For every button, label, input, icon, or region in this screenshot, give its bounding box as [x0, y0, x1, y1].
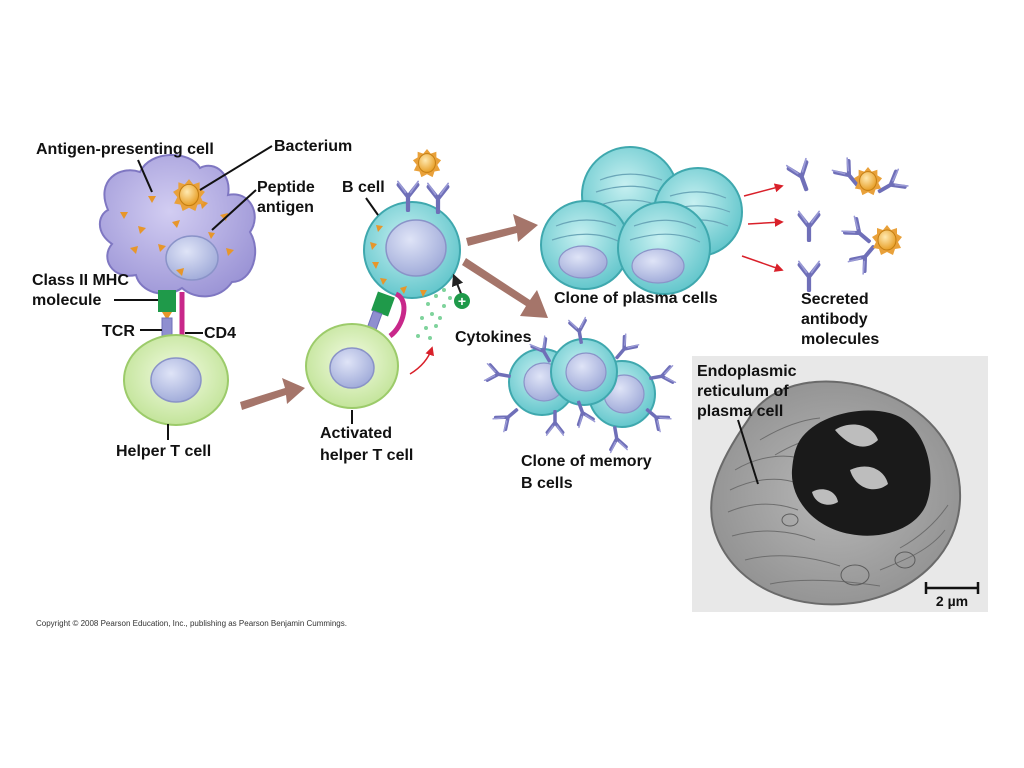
apc-nucleus	[165, 235, 219, 281]
label-activated-line1: Activated	[320, 425, 392, 442]
antigen-presenting-cell	[98, 154, 257, 298]
antibody-icon	[787, 159, 816, 193]
bacterium-icon	[412, 148, 442, 178]
label-secreted-line3: molecules	[801, 331, 879, 348]
leader-bacterium	[199, 145, 273, 191]
plasma-cell	[617, 201, 711, 295]
label-peptide-line1: Peptide	[257, 179, 315, 196]
plasma-cell-clone	[540, 146, 743, 295]
label-b-cell: B cell	[342, 179, 385, 196]
cytokine-red-arrow	[409, 346, 434, 375]
cytokine-stimulation-arrow	[451, 273, 464, 297]
secretion-arrow	[743, 183, 784, 197]
plasma-cell	[540, 200, 630, 290]
label-tcr: TCR	[102, 323, 135, 340]
label-secreted-line2: antibody	[801, 311, 868, 328]
label-clone-of-plasma-cells: Clone of plasma cells	[554, 290, 718, 307]
antibody-icon	[799, 211, 819, 240]
label-secreted-line1: Secreted	[801, 291, 869, 308]
b-cell	[363, 148, 461, 299]
cytokines-dots	[416, 288, 452, 340]
label-cytokines: Cytokines	[455, 329, 532, 346]
label-er-line3: plasma cell	[697, 403, 783, 420]
er-micrograph-panel: Endoplasmic reticulum of plasma cell 2 µ…	[692, 356, 988, 612]
secretion-arrow	[741, 255, 784, 272]
class-ii-mhc-molecule	[158, 290, 176, 312]
mhc-tcr-complex	[158, 290, 185, 340]
peptide-antigen-fragments	[120, 196, 234, 276]
plus-sign-icon	[454, 293, 470, 309]
antibody-icon	[491, 401, 525, 434]
memory-b-cell-clone	[482, 315, 678, 455]
scale-bar-label: 2 µm	[936, 593, 968, 609]
scale-bar: 2 µm	[924, 582, 980, 609]
label-memory-line2: B cells	[521, 475, 573, 492]
leader-er	[737, 419, 759, 485]
secreted-antibodies	[787, 158, 908, 290]
antibody-icon	[482, 361, 513, 387]
label-cd4: CD4	[204, 325, 236, 342]
antibody-icon	[604, 424, 630, 455]
activated-helper-t-cell	[305, 291, 407, 409]
leader-b-cell	[365, 197, 379, 216]
arrow-to-memory-cells	[462, 258, 548, 318]
label-er-line1: Endoplasmic	[697, 363, 797, 380]
secretion-arrow	[747, 217, 784, 227]
label-activated-line2: helper T cell	[320, 447, 413, 464]
label-mhc-line1: Class II MHC	[32, 272, 129, 289]
label-antigen-presenting-cell: Antigen-presenting cell	[36, 141, 214, 158]
plus-sign-text: +	[458, 293, 466, 309]
label-mhc-line2: molecule	[32, 292, 101, 309]
antibody-icon	[875, 169, 908, 199]
leader-peptide	[211, 189, 257, 231]
antibody-icon	[799, 261, 819, 290]
leader-apc	[137, 159, 153, 193]
label-er-line2: reticulum of	[697, 383, 789, 400]
arrow-to-plasma-cells	[466, 214, 538, 246]
helper-t-cell	[123, 334, 229, 426]
arrow-to-activated-t	[240, 378, 305, 410]
label-peptide-line2: antigen	[257, 199, 314, 216]
label-memory-line1: Clone of memory	[521, 453, 652, 470]
antibody-icon	[842, 216, 875, 248]
label-helper-t-cell: Helper T cell	[116, 443, 211, 460]
bacterium-icon	[871, 224, 903, 256]
label-bacterium: Bacterium	[274, 138, 352, 155]
copyright-text: Copyright © 2008 Pearson Education, Inc.…	[36, 619, 347, 628]
